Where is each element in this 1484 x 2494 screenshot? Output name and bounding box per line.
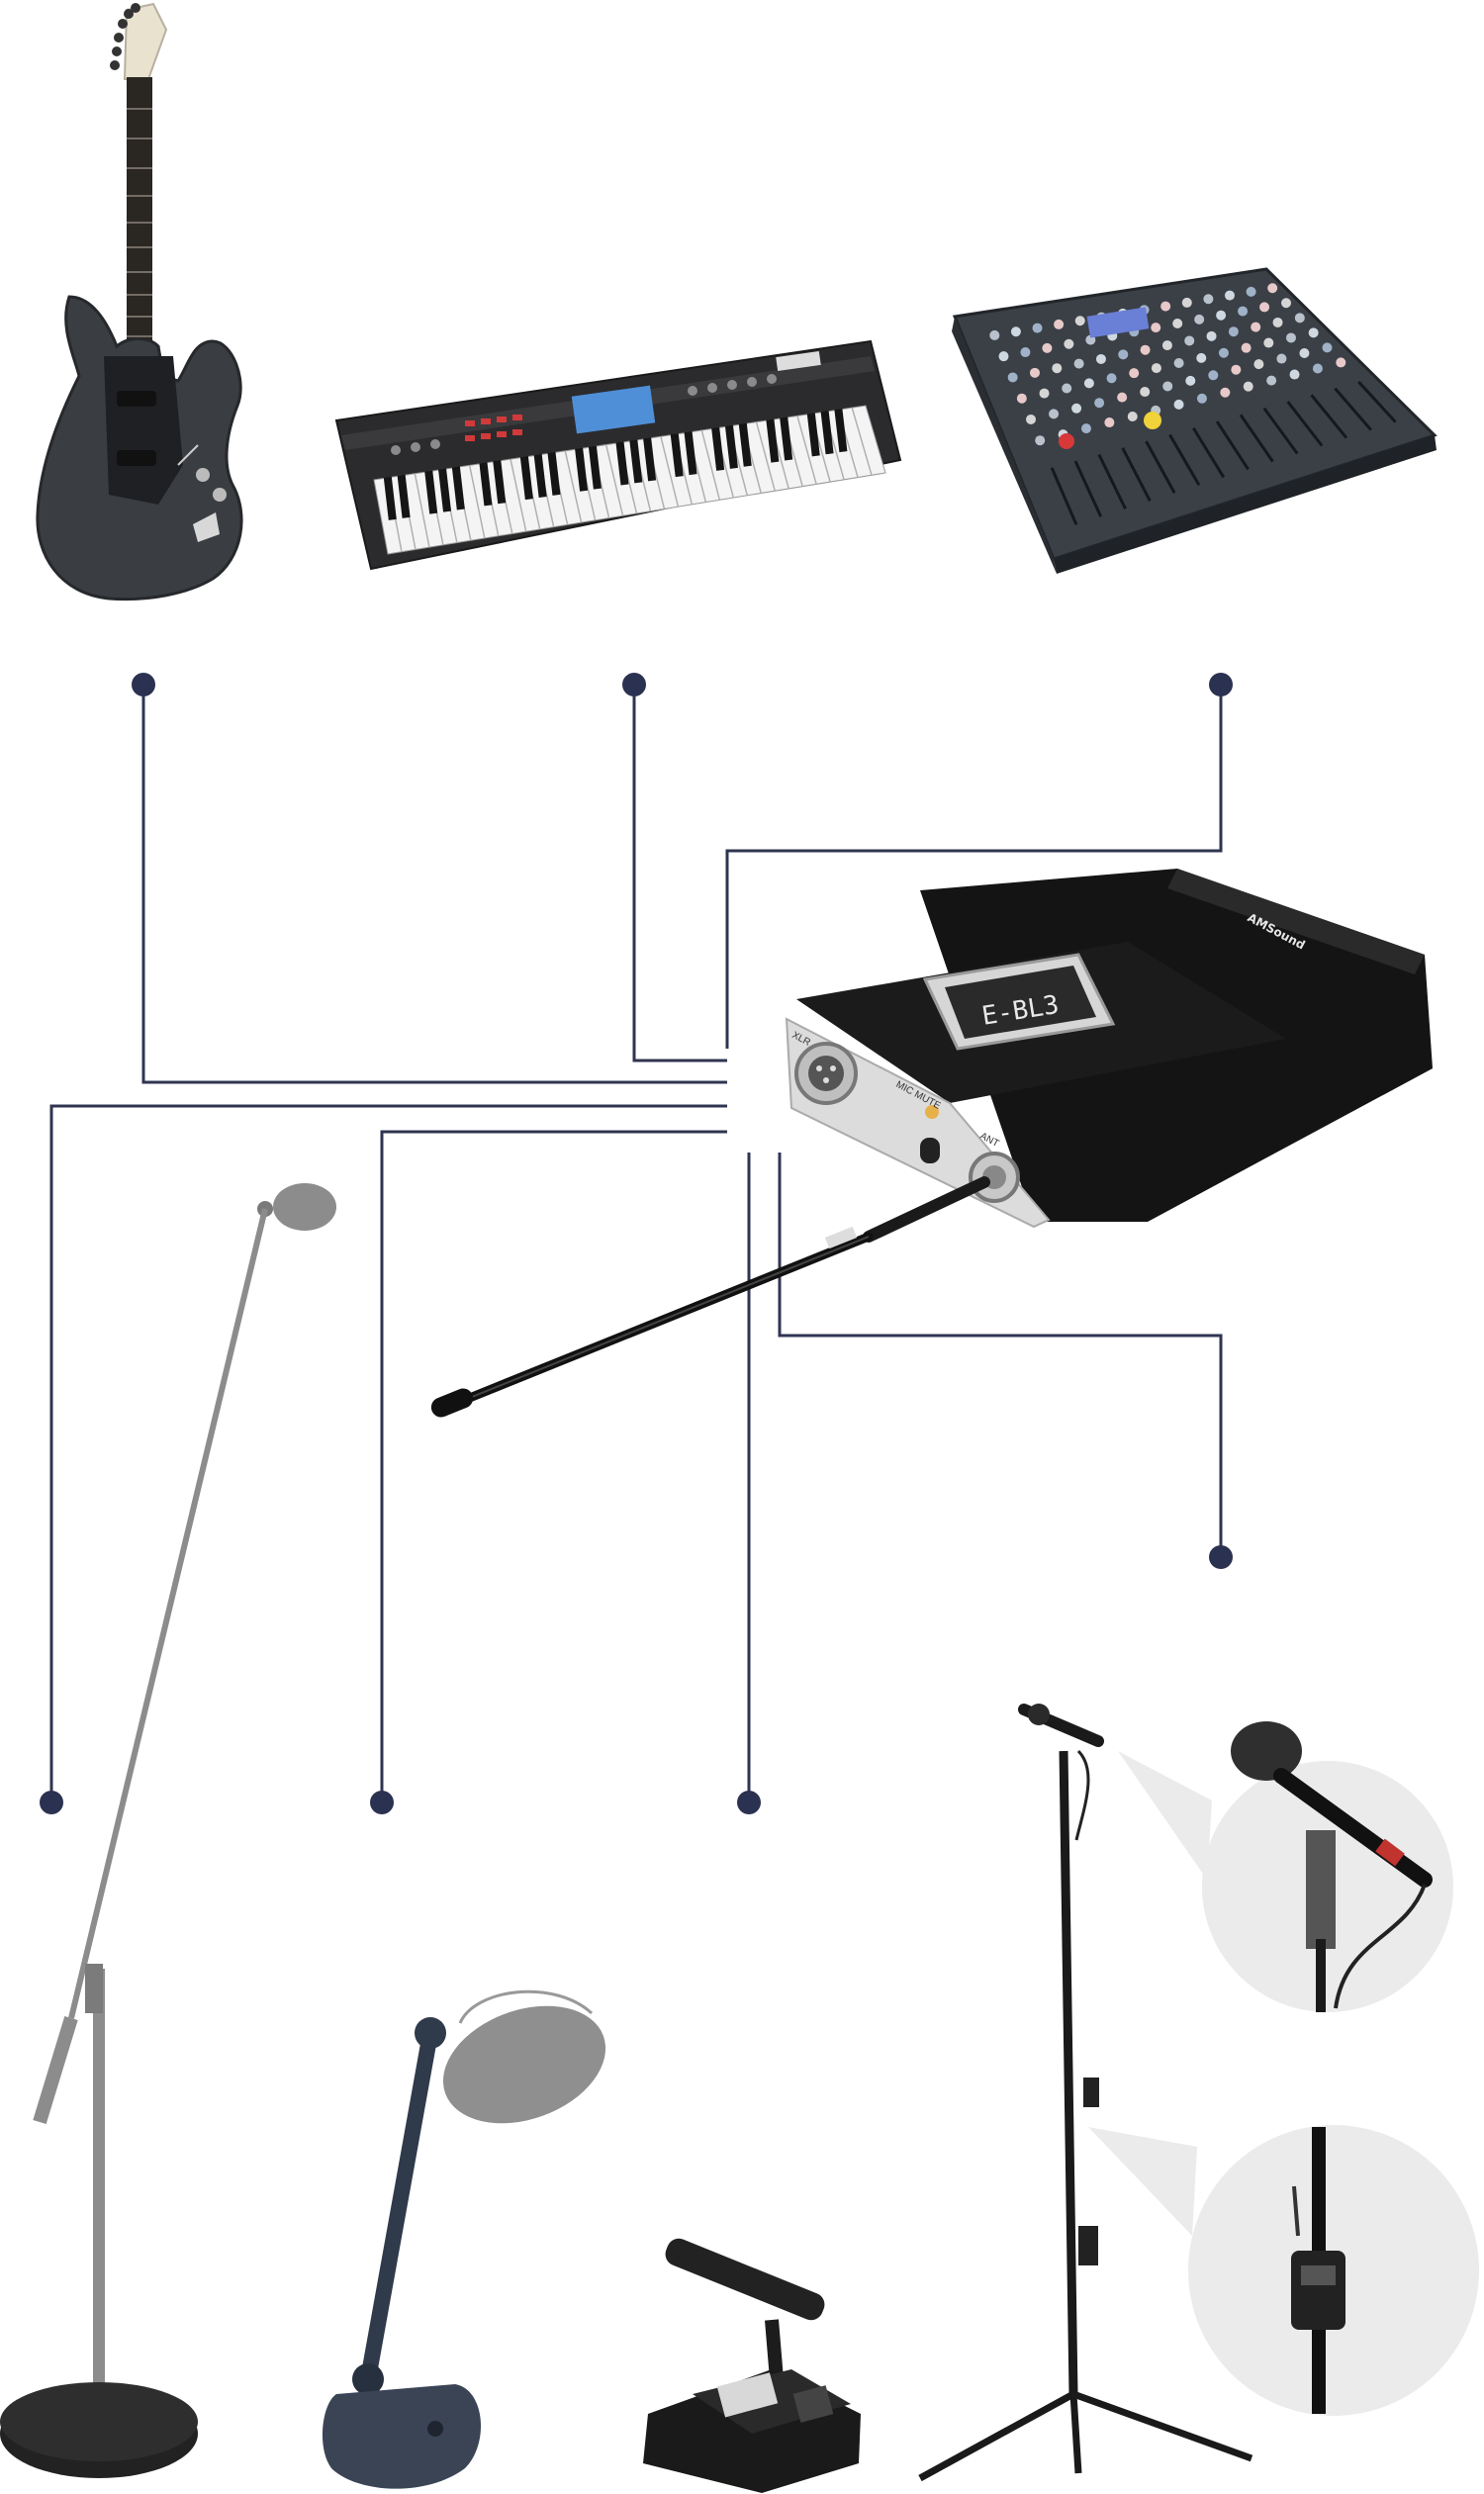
- keyboard-synth-image: [334, 339, 902, 571]
- line-desk-mic: [380, 1130, 727, 1802]
- dot-boom-stand[interactable]: [40, 1791, 63, 1814]
- line-stand-mic: [778, 1153, 1223, 1557]
- mute-switch[interactable]: [920, 1138, 940, 1163]
- desktop-table-mic-image: [322, 1989, 606, 2489]
- dot-stand-mic[interactable]: [1209, 1545, 1233, 1569]
- conference-mic-image: [643, 2238, 861, 2493]
- dot-desk-mic[interactable]: [370, 1791, 394, 1814]
- dot-mixer[interactable]: [1209, 673, 1233, 696]
- connector-lines: [49, 685, 1223, 1802]
- dot-keyboard[interactable]: [622, 673, 646, 696]
- status-led: [925, 1105, 939, 1119]
- electric-guitar-image: [36, 2, 243, 601]
- line-keyboard: [632, 685, 727, 1062]
- connection-dots: [40, 673, 1233, 1814]
- audio-mixer-image: [952, 267, 1438, 574]
- boom-stand-mic-image: [0, 1183, 336, 2478]
- bodypack-transmitter-image: E-BL3 XLR MIC MUTE ANT AMSound: [430, 869, 1433, 1418]
- line-mixer: [725, 685, 1223, 1049]
- dot-conference-mic[interactable]: [737, 1791, 761, 1814]
- stand-mic-image: [918, 1704, 1479, 2482]
- line-guitar: [141, 685, 727, 1084]
- line-boom-stand: [49, 1104, 727, 1802]
- dot-guitar[interactable]: [132, 673, 155, 696]
